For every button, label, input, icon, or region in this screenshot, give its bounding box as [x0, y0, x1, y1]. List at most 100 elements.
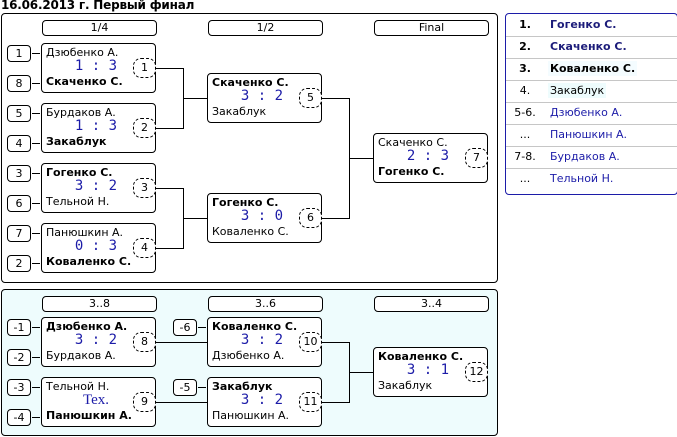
- seed-box: -5: [173, 379, 197, 396]
- player-bottom: Бурдаков А.: [46, 349, 116, 362]
- connector: [32, 357, 40, 358]
- round-header-semifinal: 1/2: [208, 20, 323, 36]
- player-top: Дзюбенко А.: [46, 320, 128, 333]
- seed-box: -2: [7, 349, 31, 366]
- seed-box: -3: [7, 379, 31, 396]
- round-header-final: Final: [374, 20, 489, 36]
- match-number: 6: [299, 208, 322, 228]
- standings-row: 7-8. Бурдаков А.: [506, 146, 677, 169]
- player-bottom: Коваленко С.: [46, 255, 132, 268]
- consolation-bracket-panel: 3..8 3..6 3..4 -1 -2 -3 -4 Дзюбенко А. 3…: [1, 289, 498, 436]
- seed-box: 6: [7, 195, 31, 212]
- place: 4.: [519, 84, 531, 97]
- match-score: 3 : 2: [240, 392, 284, 408]
- player-top: Тельной Н.: [46, 380, 110, 393]
- round-header-places-3-6: 3..6: [208, 296, 323, 312]
- connector: [32, 327, 40, 328]
- player-bottom: Скаченко С.: [46, 75, 123, 88]
- match-12[interactable]: Коваленко С. 3 : 1 Закаблук 12: [373, 347, 488, 397]
- match-score: 2 : 3: [406, 148, 450, 164]
- connector: [32, 53, 40, 54]
- player-top: Коваленко С.: [212, 320, 298, 333]
- player-bottom: Гогенко С.: [378, 165, 445, 178]
- connector: [155, 68, 183, 69]
- place: 1.: [519, 18, 531, 31]
- seed-box: -6: [173, 319, 197, 336]
- player-bottom: Тельной Н.: [46, 195, 110, 208]
- match-5[interactable]: Скаченко С. 3 : 2 Закаблук 5: [207, 73, 322, 123]
- round-header-places-3-4: 3..4: [374, 296, 489, 312]
- standings-table: 1. Гогенко С. 2. Скаченко С. 3. Коваленк…: [505, 13, 677, 195]
- match-number: 4: [133, 238, 156, 258]
- connector: [32, 203, 40, 204]
- connector: [198, 327, 206, 328]
- place: ...: [519, 172, 531, 185]
- player-top: Скаченко С.: [378, 136, 448, 149]
- standings-row: ... Панюшкин А.: [506, 124, 677, 147]
- round-header-places-3-8: 3..8: [42, 296, 157, 312]
- connector: [155, 342, 208, 343]
- player-bottom: Закаблук: [212, 105, 267, 118]
- seed-box: -1: [7, 319, 31, 336]
- seed-box: 5: [7, 105, 31, 122]
- seed-box: 7: [7, 225, 31, 242]
- match-10[interactable]: Коваленко С. 3 : 2 Дзюбенко А. 10: [207, 317, 322, 367]
- connector: [32, 173, 40, 174]
- player-top: Гогенко С.: [212, 196, 279, 209]
- player-bottom: Дзюбенко А.: [212, 349, 285, 362]
- player-top: Коваленко С.: [378, 350, 464, 363]
- player-top: Закаблук: [212, 380, 273, 393]
- match-number: 8: [133, 332, 156, 352]
- connector: [183, 98, 208, 99]
- connector: [155, 128, 183, 129]
- match-number: 2: [133, 118, 156, 138]
- player-top: Дзюбенко А.: [46, 46, 119, 59]
- connector: [32, 233, 40, 234]
- connector: [155, 402, 208, 403]
- connector: [183, 218, 208, 219]
- seed-box: 8: [7, 75, 31, 92]
- standings-row: 2. Скаченко С.: [506, 36, 677, 59]
- player-name: Скаченко С.: [550, 40, 627, 53]
- match-score: Tex.: [82, 392, 110, 408]
- match-number: 5: [299, 88, 322, 108]
- match-2[interactable]: Бурдаков А. 1 : 3 Закаблук 2: [41, 103, 156, 153]
- connector: [155, 248, 183, 249]
- connector: [32, 387, 40, 388]
- standings-row: 5-6. Дзюбенко А.: [506, 102, 677, 125]
- match-number: 3: [133, 178, 156, 198]
- player-name: Закаблук: [548, 83, 607, 98]
- match-score: 1 : 3: [74, 58, 118, 74]
- place: ...: [519, 128, 531, 141]
- player-bottom: Панюшкин А.: [46, 409, 132, 422]
- match-number: 1: [133, 58, 156, 78]
- connector: [321, 98, 349, 99]
- match-3[interactable]: Гогенко С. 3 : 2 Тельной Н. 3: [41, 163, 156, 213]
- connector: [32, 143, 40, 144]
- match-number: 7: [465, 148, 488, 168]
- seed-box: -4: [7, 409, 31, 426]
- player-name: Бурдаков А.: [550, 150, 620, 163]
- match-4[interactable]: Панюшкин А. 0 : 3 Коваленко С. 4: [41, 223, 156, 273]
- match-11[interactable]: Закаблук 3 : 2 Панюшкин А. 11: [207, 377, 322, 427]
- player-top: Панюшкин А.: [46, 226, 124, 239]
- match-score: 3 : 2: [240, 332, 284, 348]
- standings-row: ... Тельной Н.: [506, 168, 677, 190]
- player-bottom: Панюшкин А.: [212, 409, 290, 422]
- connector: [32, 113, 40, 114]
- connector: [155, 188, 183, 189]
- match-8[interactable]: Дзюбенко А. 3 : 2 Бурдаков А. 8: [41, 317, 156, 367]
- round-header-quarterfinal: 1/4: [42, 20, 157, 36]
- connector: [321, 402, 349, 403]
- page-title: 16.06.2013 г. Первый финал: [1, 0, 195, 12]
- match-number: 9: [133, 392, 156, 412]
- connector: [32, 83, 40, 84]
- seed-box: 2: [7, 255, 31, 272]
- match-number: 11: [299, 392, 322, 412]
- match-7-final[interactable]: Скаченко С. 2 : 3 Гогенко С. 7: [373, 133, 488, 183]
- match-9[interactable]: Тельной Н. Tex. Панюшкин А. 9: [41, 377, 156, 427]
- match-6[interactable]: Гогенко С. 3 : 0 Коваленко С. 6: [207, 193, 322, 243]
- match-1[interactable]: Дзюбенко А. 1 : 3 Скаченко С. 1: [41, 43, 156, 93]
- main-bracket-panel: 1/4 1/2 Final 1 8 5 4 3 6 7 2 Дзюбенко А…: [1, 13, 498, 283]
- place: 5-6.: [514, 106, 536, 119]
